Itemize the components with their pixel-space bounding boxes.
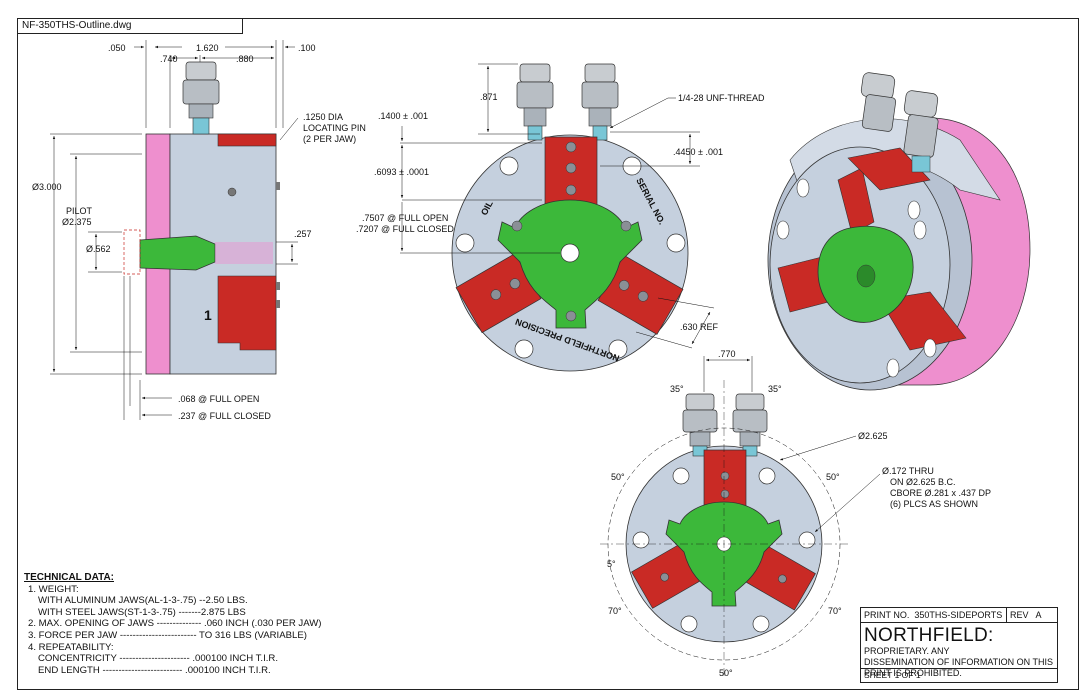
- full-open-dim: .068 @ FULL OPEN: [178, 394, 259, 404]
- thru-note-4: (6) PLCS AS SHOWN: [890, 499, 978, 509]
- dim-4450: .4450 ± .001: [673, 147, 723, 157]
- print-number: PRINT NO. 350THS-SIDEPORTS: [861, 608, 1007, 622]
- dim-770: .770: [718, 349, 736, 359]
- technical-data-lines: 1. WEIGHT:WITH ALUMINUM JAWS(AL-1-3-.75)…: [24, 584, 324, 677]
- dia-2625: Ø2.625: [858, 431, 888, 441]
- iso-jaw-top: [847, 147, 931, 191]
- proprietary-notice: NORTHFIELD: PROPRIETARY. ANY DISSEMINATI…: [864, 625, 1054, 679]
- dim-740: .740: [160, 54, 178, 64]
- sheet-info: SHEET 1 OF 1: [861, 668, 1057, 682]
- side-port: [192, 117, 210, 135]
- angle-35-left: 35°: [670, 384, 684, 394]
- side-bottom-jaw: [217, 275, 277, 351]
- technical-data-line: WITH ALUMINUM JAWS(AL-1-3-.75) --2.50 LB…: [38, 595, 248, 607]
- bottom-view: .770 35° 35° 50° 50° 5° 70° 70° 50° Ø2.6…: [600, 349, 991, 678]
- dia-562: Ø.562: [86, 244, 111, 254]
- iso-jaw-right: [879, 291, 967, 351]
- dim-871: .871: [480, 92, 498, 102]
- angle-50-left: 50°: [611, 472, 625, 482]
- angle-70-left: 70°: [608, 606, 622, 616]
- side-bore: [215, 242, 273, 264]
- side-top-jaw: [217, 133, 277, 147]
- thru-note-1: Ø.172 THRU: [882, 466, 934, 476]
- locating-pin-label-2: LOCATING PIN: [303, 123, 366, 133]
- file-tab[interactable]: NF-350THS-Outline.dwg: [17, 18, 243, 34]
- dim-6093: .6093 ± .0001: [374, 167, 429, 177]
- title-block: PRINT NO. 350THS-SIDEPORTS REV A NORTHFI…: [860, 607, 1058, 683]
- locating-pin-b: [276, 300, 280, 308]
- thru-note-2: ON Ø2.625 B.C.: [890, 477, 956, 487]
- dim-630: .630 REF: [680, 322, 719, 332]
- company-name: NORTHFIELD:: [864, 625, 994, 646]
- revision-value: A: [1035, 610, 1042, 620]
- dim-257: .257: [294, 229, 312, 239]
- angle-5: 5°: [607, 559, 616, 569]
- print-number-value: 350THS-SIDEPORTS: [914, 610, 1003, 620]
- dim-1400: .1400 ± .001: [378, 111, 428, 121]
- technical-data-line: 4. REPEATABILITY:: [28, 641, 114, 653]
- dim-7207: .7207 @ FULL CLOSED: [356, 224, 454, 234]
- pilot-dia: Ø2.375: [62, 217, 92, 227]
- side-green-insert: [139, 235, 216, 271]
- angle-70-right: 70°: [828, 606, 842, 616]
- technical-data-line: WITH STEEL JAWS(ST-1-3-.75) -------2.875…: [38, 606, 246, 618]
- technical-data-line: CONCENTRICITY ---------------------- .00…: [38, 653, 278, 665]
- front-view: OIL SERIAL NO. NORTHFIELD PRECISION .871…: [356, 63, 765, 372]
- dim-1620: 1.620: [196, 43, 219, 53]
- technical-data: TECHNICAL DATA: 1. WEIGHT:WITH ALUMINUM …: [24, 572, 324, 676]
- locating-pin-c: [276, 182, 280, 190]
- technical-data-line: 1. WEIGHT:: [28, 583, 79, 595]
- revision: REV A: [1010, 610, 1042, 620]
- locating-pin-label-1: .1250 DIA: [303, 112, 343, 122]
- dim-880: .880: [236, 54, 254, 64]
- angle-50-bottom: 50°: [719, 668, 733, 678]
- isometric-view: [767, 72, 1031, 391]
- technical-data-line: END LENGTH ------------------------- .00…: [38, 664, 271, 676]
- side-view: .050 1.620 .100 .740 .880 .1250 DIA LOCA…: [32, 40, 366, 421]
- technical-data-line: 2. MAX. OPENING OF JAWS -------------- .…: [28, 618, 322, 630]
- sheet-total: 1: [915, 670, 921, 680]
- side-fitting-cap: [185, 61, 217, 81]
- full-closed-dim: .237 @ FULL CLOSED: [178, 411, 271, 421]
- sheet-number: 1: [894, 670, 900, 680]
- locating-pin-label-3: (2 PER JAW): [303, 134, 356, 144]
- technical-data-header: TECHNICAL DATA:: [24, 572, 114, 583]
- angle-50-right: 50°: [826, 472, 840, 482]
- locating-pin-a: [276, 282, 280, 290]
- jaw-number: 1: [204, 307, 212, 323]
- dim-050: .050: [108, 43, 126, 53]
- thread-label: 1/4-28 UNF-THREAD: [678, 93, 765, 103]
- thru-note-3: CBORE Ø.281 x .437 DP: [890, 488, 991, 498]
- pilot-label: PILOT: [66, 206, 93, 216]
- technical-data-line: 3. FORCE PER JAW -----------------------…: [28, 629, 307, 641]
- dia-3000: Ø3.000: [32, 182, 62, 192]
- dim-100: .100: [298, 43, 316, 53]
- side-fitting-hex: [188, 103, 214, 119]
- side-fitting-body: [182, 79, 220, 105]
- angle-35-right: 35°: [768, 384, 782, 394]
- dim-7507: .7507 @ FULL OPEN: [362, 213, 448, 223]
- drawing-frame: [17, 18, 1079, 690]
